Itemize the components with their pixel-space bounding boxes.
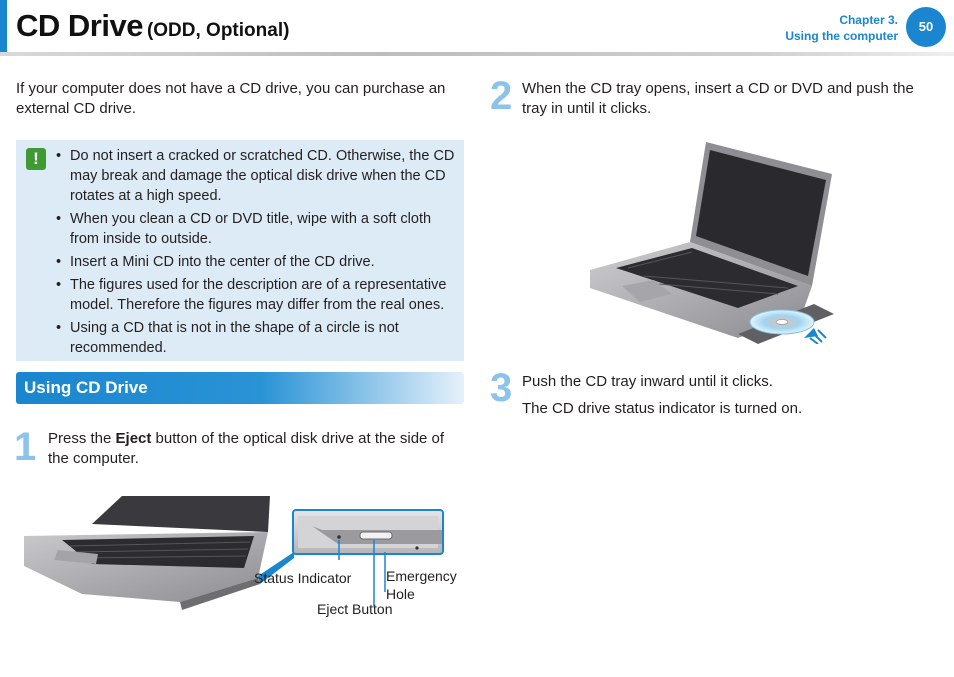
page-number-badge: 50 xyxy=(906,7,946,47)
caution-list: Do not insert a cracked or scratched CD.… xyxy=(56,146,462,361)
step-3-subtext: The CD drive status indicator is turned … xyxy=(522,400,803,417)
caution-item: The figures used for the description are… xyxy=(56,275,462,315)
caution-item: Insert a Mini CD into the center of the … xyxy=(56,252,462,272)
emergency-hole-label: Emergency Hole xyxy=(386,568,457,602)
step-number: 2 xyxy=(490,74,513,118)
caution-item: When you clean a CD or DVD title, wipe w… xyxy=(56,209,462,249)
caution-item: Using a CD that is not in the shape of a… xyxy=(56,318,462,358)
chapter-label: Chapter 3. Using the computer xyxy=(785,13,898,43)
step-number: 3 xyxy=(490,366,513,410)
caution-note: Do not insert a cracked or scratched CD.… xyxy=(16,140,464,361)
intro-text: If your computer does not have a CD driv… xyxy=(16,80,446,117)
page-title: CD Drive(ODD, Optional) xyxy=(16,8,290,43)
page-subtitle: (ODD, Optional) xyxy=(146,20,290,41)
step-number: 1 xyxy=(14,425,37,469)
laptop-cd-tray-figure xyxy=(590,142,834,344)
status-indicator-label: Status Indicator xyxy=(254,570,352,586)
laptop-eject-figure xyxy=(24,496,444,610)
step-2-text: When the CD tray opens, insert a CD or D… xyxy=(522,80,914,117)
header-divider xyxy=(0,52,954,56)
step-3-text: Push the CD tray inward until it clicks. xyxy=(522,373,773,390)
exclamation-icon: ! xyxy=(26,148,46,170)
eject-button-label: Eject Button xyxy=(317,601,393,617)
section-header: Using CD Drive xyxy=(16,372,464,404)
step-1-text: Press the Eject button of the optical di… xyxy=(48,430,445,467)
caution-item: Do not insert a cracked or scratched CD.… xyxy=(56,146,462,206)
header-accent-bar xyxy=(0,0,7,52)
